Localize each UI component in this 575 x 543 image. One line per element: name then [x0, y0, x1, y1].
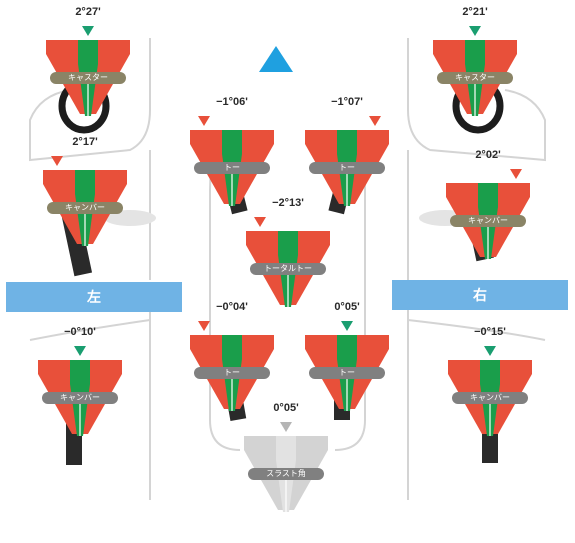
gauge-label: トータルトー	[250, 263, 326, 275]
right-side-label: 右	[473, 287, 487, 303]
gauge-value: 0°05'	[273, 402, 299, 414]
rear-right-camber-gauge: −0°15' キャンバー	[440, 324, 540, 440]
gauge-value: 2°27'	[75, 6, 101, 18]
gauge-label: トー	[309, 367, 385, 379]
gauge-value: −0°04'	[216, 301, 248, 313]
gauge-label: キャンバー	[452, 392, 528, 404]
gauge-label: キャスター	[50, 72, 126, 84]
rear-left-toe-gauge: −0°04' トー	[182, 299, 282, 415]
gauge-label: トー	[194, 367, 270, 379]
gauge-value: −0°15'	[474, 326, 506, 338]
gauge-value: −0°10'	[64, 326, 96, 338]
rear-left-camber-gauge: −0°10' キャンバー	[30, 324, 130, 440]
front-right-caster-gauge: 2°21' キャスター	[425, 4, 525, 120]
gauge-graphic	[305, 321, 389, 411]
gauge-value: 2°02'	[475, 149, 501, 161]
gauge-value: 0°05'	[334, 301, 360, 313]
rear-right-toe-gauge: 0°05' トー	[297, 299, 397, 415]
gauge-label: スラスト角	[248, 468, 324, 480]
gauge-value: −1°06'	[216, 96, 248, 108]
gauge-label: キャンバー	[47, 202, 123, 214]
gauge-label: キャンバー	[450, 215, 526, 227]
front-right-camber-gauge: 2°02' キャンバー	[438, 147, 538, 263]
gauge-value: −1°07'	[331, 96, 363, 108]
gauge-value: 2°17'	[72, 136, 98, 148]
front-left-camber-gauge: 2°17' キャンバー	[35, 134, 135, 250]
gauge-graphic	[433, 26, 517, 116]
gauge-graphic	[246, 217, 330, 307]
gauge-graphic	[38, 346, 122, 436]
front-right-toe-gauge: −1°07' トー	[297, 94, 397, 210]
gauge-graphic	[446, 169, 530, 259]
front-left-toe-gauge: −1°06' トー	[182, 94, 282, 210]
up-triangle-icon	[259, 46, 293, 72]
gauge-graphic	[244, 422, 328, 512]
gauge-label: トー	[309, 162, 385, 174]
gauge-graphic	[448, 346, 532, 436]
left-side-label: 左	[87, 289, 101, 305]
gauge-graphic	[190, 321, 274, 411]
gauge-graphic	[46, 26, 130, 116]
front-total-toe-gauge: −2°13' トータルトー	[238, 195, 338, 311]
right-side-bar: 右	[392, 280, 568, 310]
gauge-value: −2°13'	[272, 197, 304, 209]
gauge-graphic	[43, 156, 127, 246]
gauge-label: キャンバー	[42, 392, 118, 404]
thrust-angle-gauge: 0°05' スラスト角	[236, 400, 336, 516]
gauge-label: トー	[194, 162, 270, 174]
gauge-label: キャスター	[437, 72, 513, 84]
front-left-caster-gauge: 2°27' キャスター	[38, 4, 138, 120]
gauge-graphic	[190, 116, 274, 206]
gauge-graphic	[305, 116, 389, 206]
left-side-bar: 左	[6, 282, 182, 312]
gauge-value: 2°21'	[462, 6, 488, 18]
